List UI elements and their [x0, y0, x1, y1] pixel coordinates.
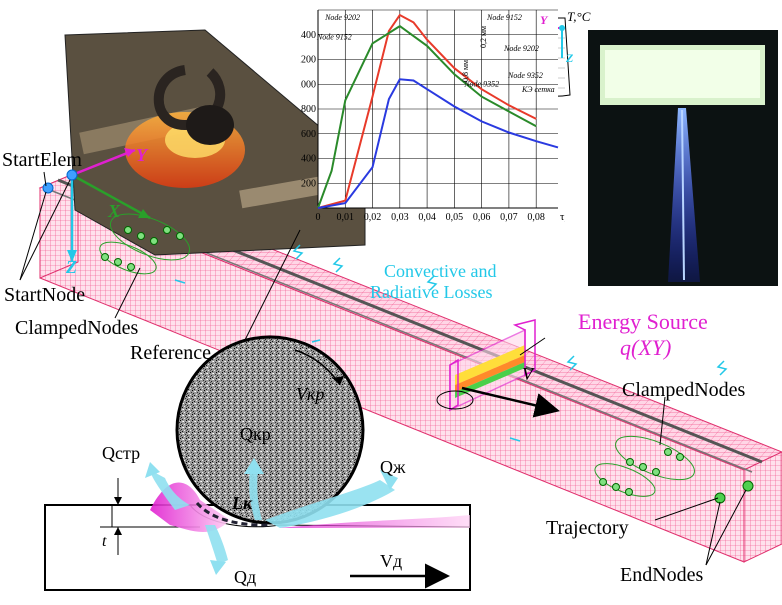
chart-y-tick-label: 200: [301, 178, 316, 189]
clamped-nodes-right: [594, 435, 754, 504]
chart-series-line: [317, 24, 537, 209]
start-elem-label: StartElem: [2, 149, 82, 171]
chart-x-tick-label: 0,02: [364, 212, 382, 222]
loss-arrows: [174, 244, 728, 442]
axis-y-label: Y: [136, 145, 147, 165]
chart-x-tick-label: 0,03: [391, 212, 409, 222]
chart-x-tick-label: 0,08: [527, 212, 545, 222]
q-wheel-label: Qкр: [240, 424, 271, 444]
clamped-nodes-right-label: ClampedNodes: [622, 379, 746, 401]
chart-y-tick-label: 1400: [300, 30, 316, 41]
chart-svg: 0 0,01 0,02 0,03 0,04 0,05 0,06 0,07 0,08 200 400 6…: [296, 9, 572, 223]
grinding-schematic: [44, 335, 471, 591]
chart-x-tick-label: 0,04: [418, 212, 436, 222]
chart-x-tick-label: 0,06: [473, 212, 491, 222]
chart-y-tick-label: 600: [301, 129, 316, 140]
inset-z: Z: [566, 51, 574, 65]
q-chip-label: Qстр: [102, 443, 141, 463]
start-node-label: StartNode: [4, 284, 86, 306]
velocity-label: V: [522, 364, 533, 384]
inset-y: Y: [540, 13, 548, 27]
depth-label: t: [102, 533, 107, 550]
clamped-nodes-left-label: ClampedNodes: [15, 317, 139, 339]
chart-series-annotation: Node 9352: [463, 80, 499, 89]
chart-x-tick-label: 0: [316, 212, 321, 222]
inset-mesh: КЭ сетка: [522, 85, 555, 94]
chart-series-annotation: Node 9202: [324, 13, 360, 22]
axis-z-label: Z: [66, 257, 77, 277]
clamped-nodes-left: [99, 213, 191, 275]
radiative-label: Radiative Losses: [370, 282, 493, 302]
laser-photo: [588, 30, 778, 286]
chart-series-annotation: Node 9152: [316, 33, 352, 42]
chart-y-tick-label: 1200: [300, 55, 316, 66]
v-wheel-label: Vкр: [296, 384, 325, 404]
energy-formula-label: q(XY): [620, 335, 672, 360]
chart-x-tick-label: 0,07: [500, 212, 517, 222]
chart-series-line: [317, 13, 537, 209]
chart-x-tick-label: 0,01: [337, 212, 355, 222]
welding-photo: [64, 29, 366, 256]
inset-temp: T,°C: [567, 9, 591, 24]
chart-x-tick-label: 0,05: [446, 212, 464, 222]
inset-node-bot: Node 9352: [508, 71, 543, 80]
chart-series-line: [317, 78, 559, 209]
q-liquid-label: Qж: [380, 457, 406, 477]
leader-lines: [19, 171, 747, 566]
temperature-chart: 0 0,01 0,02 0,03 0,04 0,05 0,06 0,07 0,08 200 400 6…: [296, 0, 572, 223]
reference-label: Reference: [130, 342, 212, 364]
chart-y-tick-label: 800: [301, 104, 316, 115]
inset-node-mid: Node 9202: [504, 44, 539, 53]
inset-depth2: 0,2 мм: [479, 25, 488, 48]
chart-y-tick-label: 1000: [300, 79, 316, 90]
end-nodes-label: EndNodes: [620, 564, 704, 586]
contact-length-label: Lк: [232, 493, 253, 513]
energy-source-label: Energy Source: [578, 309, 708, 334]
chart-y-tick-label: 400: [301, 154, 316, 165]
q-part-label: Qд: [234, 567, 257, 587]
axis-x-label: X: [108, 201, 121, 221]
trajectory-label: Trajectory: [546, 517, 629, 539]
v-part-label: Vд: [380, 551, 403, 571]
inset-node-top: Node 9152: [487, 13, 522, 22]
inset-depth1: 0,8 мм: [461, 59, 470, 82]
convective-label: Convective and: [384, 261, 497, 281]
heat-source-box: [436, 319, 560, 418]
